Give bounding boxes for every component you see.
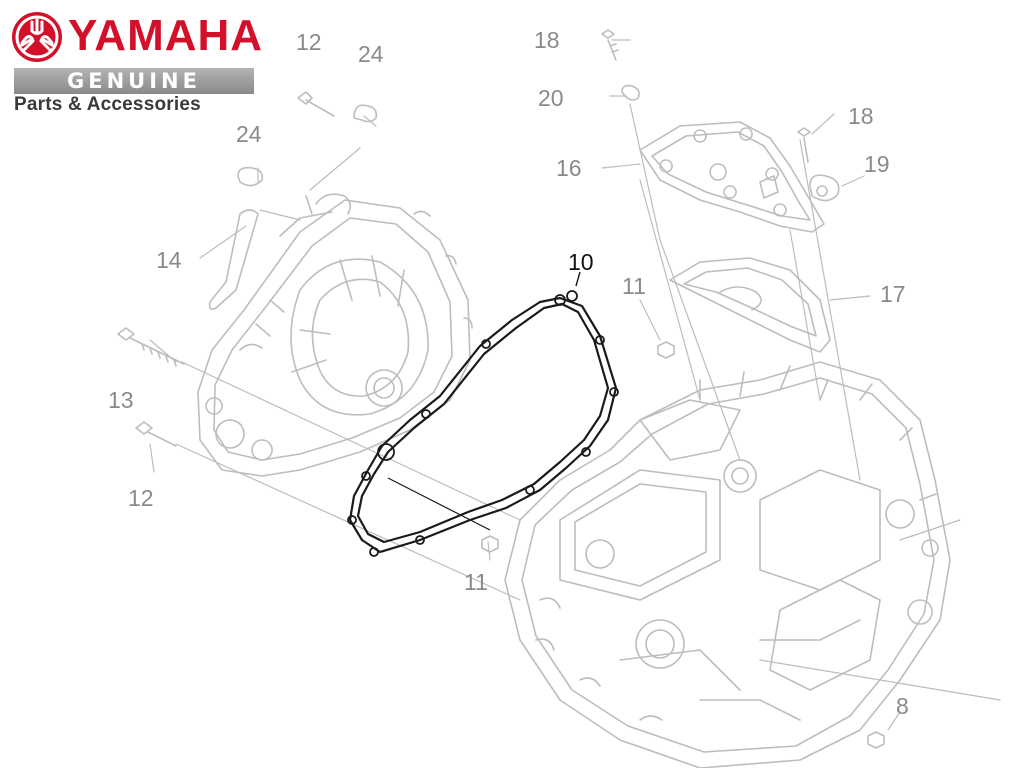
brand-tagline: Parts & Accessories bbox=[14, 94, 201, 115]
callout-numbers: 12 24 24 14 13 12 18 20 16 18 19 10 11 1… bbox=[108, 27, 909, 719]
cover-plate-drawing bbox=[639, 121, 825, 233]
highlighted-gasket-10 bbox=[347, 271, 619, 557]
callout-18: 18 bbox=[534, 27, 560, 53]
leader-lines bbox=[149, 39, 1001, 731]
callout-10: 10 bbox=[568, 249, 594, 275]
callout-12: 12 bbox=[296, 29, 322, 55]
callout-24: 24 bbox=[358, 41, 384, 67]
callout-19: 19 bbox=[864, 151, 890, 177]
callout-13: 13 bbox=[108, 387, 134, 413]
hardware-items bbox=[117, 29, 885, 749]
callout-8: 8 bbox=[896, 693, 909, 719]
callout-16: 16 bbox=[556, 155, 582, 181]
callout-20: 20 bbox=[538, 85, 564, 111]
brand-name: YAMAHA bbox=[68, 11, 264, 60]
cover-gasket-drawing bbox=[669, 257, 831, 353]
callout-14: 14 bbox=[156, 247, 182, 273]
yamaha-logo: YAMAHA GENUINE Parts & Accessories bbox=[10, 8, 264, 115]
callout-24: 24 bbox=[236, 121, 262, 147]
callout-11: 11 bbox=[464, 569, 488, 595]
tuning-fork-emblem-icon bbox=[12, 12, 62, 62]
callout-17: 17 bbox=[880, 281, 906, 307]
crankcase-drawing bbox=[504, 361, 951, 768]
callout-18: 18 bbox=[848, 103, 874, 129]
callout-11: 11 bbox=[622, 273, 646, 299]
brand-genuine-bar: GENUINE bbox=[14, 68, 254, 94]
callout-12: 12 bbox=[128, 485, 154, 511]
